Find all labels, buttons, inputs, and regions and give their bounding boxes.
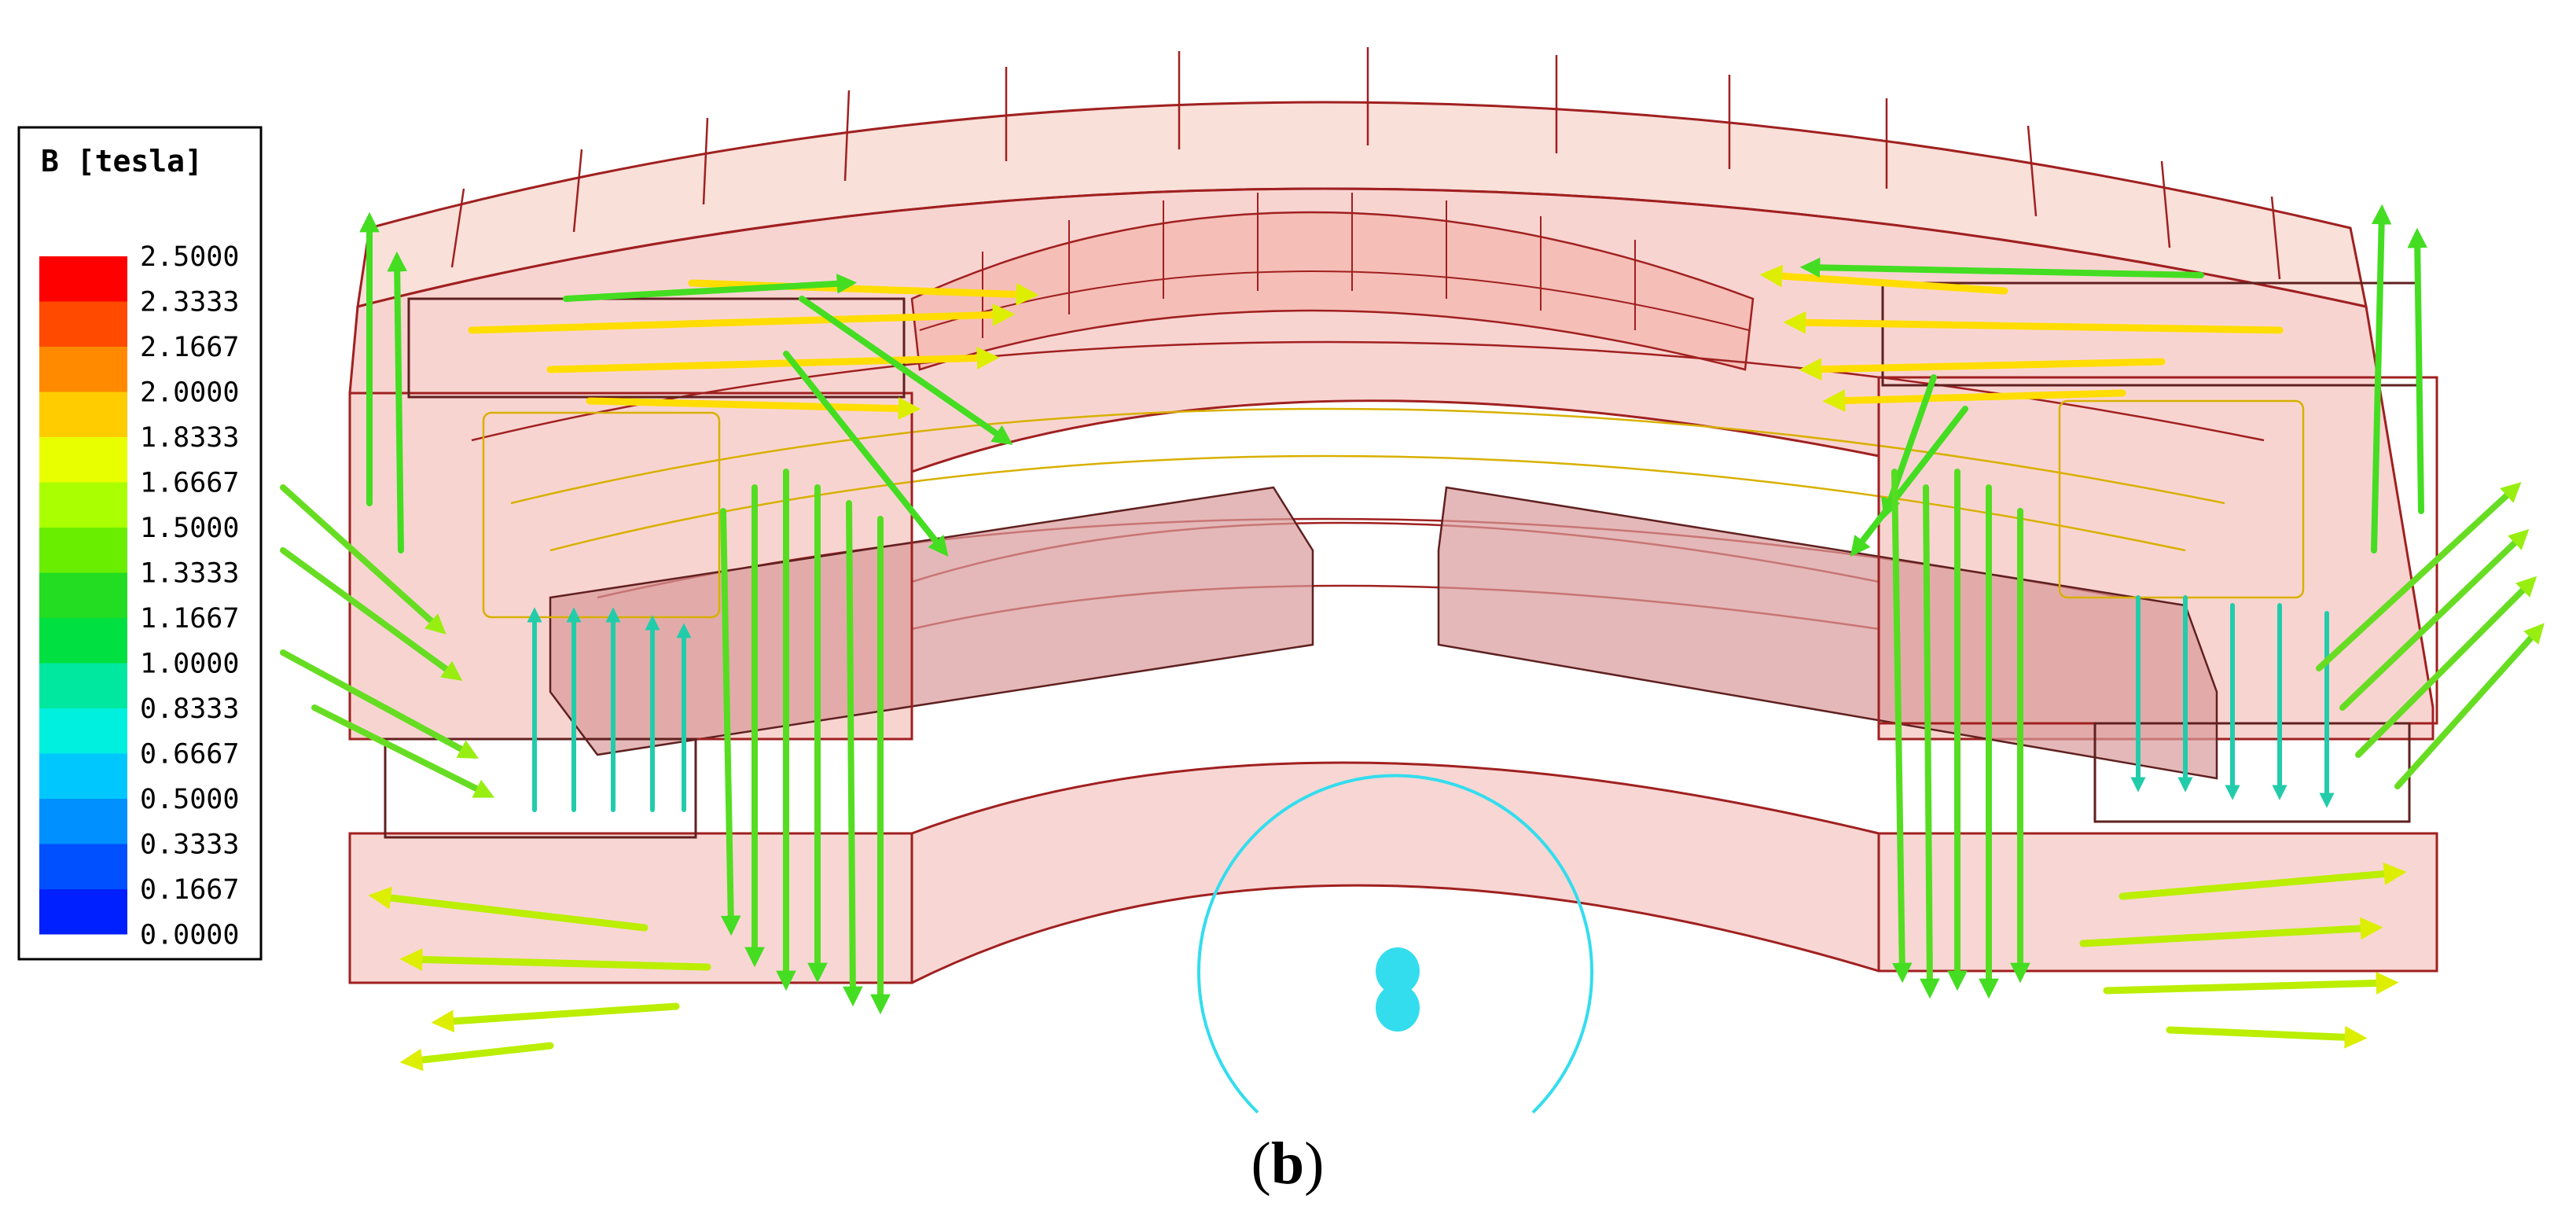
cylinder-assembly <box>348 47 2438 984</box>
ring-segments <box>450 47 2281 280</box>
legend-value: 1.8333 <box>140 422 239 454</box>
side-frames <box>348 281 2438 984</box>
legend-value: 0.1667 <box>140 874 239 906</box>
legend-swatch <box>39 347 127 392</box>
legend-swatch <box>39 663 127 708</box>
color-legend: B [tesla] 2.5000 2.3333 2.1667 2.0000 1.8333… <box>17 126 263 961</box>
legend-value: 1.6667 <box>140 468 239 499</box>
legend-swatch <box>39 618 127 664</box>
legend-value: 2.5000 <box>140 241 239 273</box>
legend-value: 2.1667 <box>140 332 239 363</box>
legend-value: 0.3333 <box>140 829 239 861</box>
legend-swatch <box>39 889 127 935</box>
legend-value: 0.5000 <box>140 784 239 815</box>
legend-swatch <box>39 256 127 302</box>
legend-swatch <box>39 572 127 618</box>
legend-swatch <box>39 482 127 528</box>
legend-value: 0.6667 <box>140 739 239 771</box>
legend-value: 2.3333 <box>140 287 239 318</box>
legend-value: 2.0000 <box>140 377 239 409</box>
legend-swatch <box>39 437 127 483</box>
legend-swatch <box>39 844 127 889</box>
figure-caption: (b) <box>1251 1131 1325 1197</box>
caption-close: ) <box>1304 1131 1324 1197</box>
legend-swatch <box>39 528 127 573</box>
legend-swatches <box>39 256 127 935</box>
legend-swatch <box>39 301 127 347</box>
legend-value: 1.1667 <box>140 603 239 634</box>
legend-value: 1.5000 <box>140 513 239 544</box>
legend-swatch <box>39 753 127 799</box>
legend-swatch <box>39 392 127 437</box>
caption-open: ( <box>1251 1131 1271 1197</box>
legend-labels: 2.5000 2.3333 2.1667 2.0000 1.8333 1.6667 1.50… <box>140 241 239 951</box>
coil-frames <box>482 399 2305 619</box>
legend-value: 0.0000 <box>140 920 239 951</box>
legend-swatch <box>39 708 127 754</box>
magnet-block-left <box>549 486 1314 756</box>
caption-letter: b <box>1271 1131 1304 1197</box>
bore-rim <box>910 211 1755 371</box>
legend-value: 1.0000 <box>140 649 239 680</box>
legend-title: B [tesla] <box>41 144 203 178</box>
legend-value: 1.3333 <box>140 558 239 590</box>
legend-value: 0.8333 <box>140 693 239 725</box>
field-vectors <box>280 204 2545 1072</box>
legend-swatch <box>39 799 127 844</box>
probe-marker <box>1197 774 1593 1114</box>
